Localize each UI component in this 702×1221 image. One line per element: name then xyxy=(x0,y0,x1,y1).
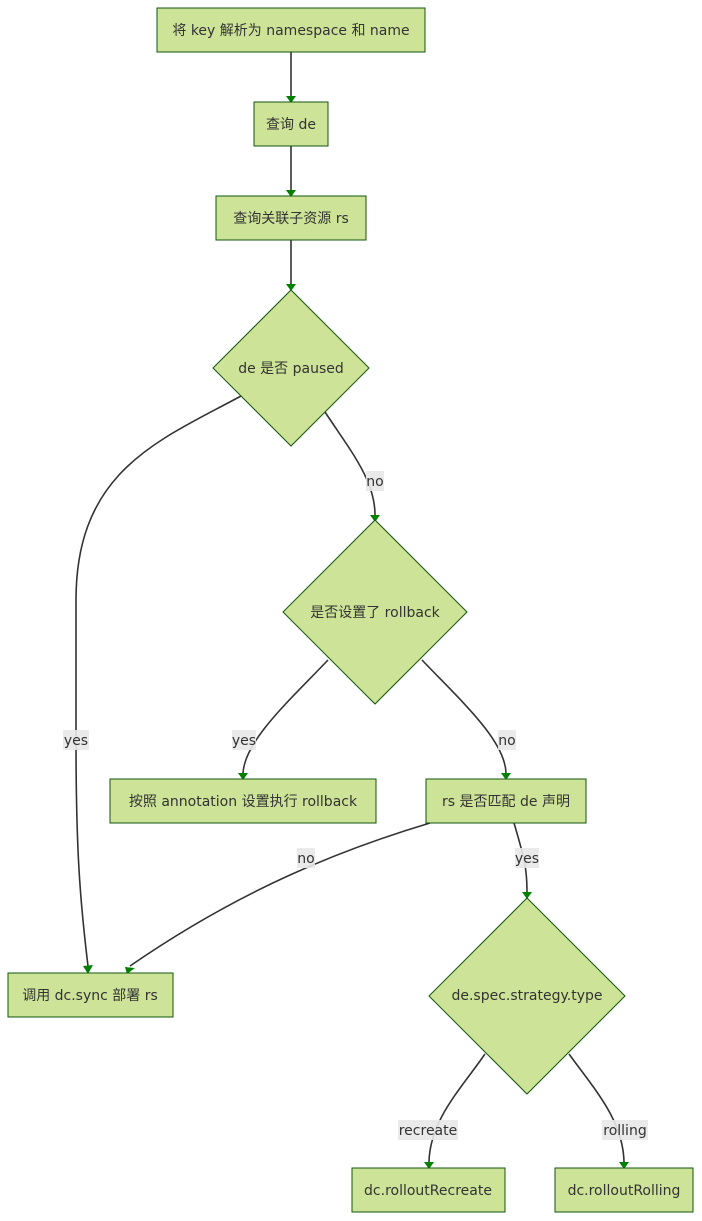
arrow-icon xyxy=(501,773,511,780)
edge-paused-no xyxy=(324,411,376,516)
edge-label-rollback-yes: yes xyxy=(232,730,256,750)
edge-strategy-recreate xyxy=(428,1053,486,1163)
edge-label-paused-no: no xyxy=(366,471,384,491)
node-parse-key[interactable]: 将 key 解析为 namespace 和 name xyxy=(156,7,426,53)
arrow-icon xyxy=(370,515,380,522)
node-query-de[interactable]: 查询 de xyxy=(253,101,329,147)
node-label: 查询关联子资源 rs xyxy=(233,211,349,227)
node-do-rollback[interactable]: 按照 annotation 设置执行 rollback xyxy=(109,778,377,824)
arrow-icon xyxy=(286,284,296,291)
node-query-rs[interactable]: 查询关联子资源 rs xyxy=(215,195,367,241)
node-dc-sync[interactable]: 调用 dc.sync 部署 rs xyxy=(7,972,174,1018)
node-label: 调用 dc.sync 部署 rs xyxy=(22,988,158,1004)
arrow-icon xyxy=(619,1162,629,1169)
edge-rollback-yes xyxy=(242,659,329,774)
node-label: 是否设置了 rollback xyxy=(310,605,440,621)
node-label: 按照 annotation 设置执行 rollback xyxy=(129,794,358,810)
edge-label-strategy-rolling: rolling xyxy=(602,1120,648,1140)
edge-label-paused-yes: yes xyxy=(63,730,89,750)
svg-text:no: no xyxy=(366,474,383,490)
svg-text:yes: yes xyxy=(64,733,88,749)
node-rollout-rolling[interactable]: dc.rolloutRolling xyxy=(554,1167,694,1213)
svg-text:yes: yes xyxy=(232,733,256,749)
node-label: de 是否 paused xyxy=(238,361,344,377)
decision-is-paused[interactable]: de 是否 paused xyxy=(212,289,370,447)
arrow-icon xyxy=(83,965,93,974)
edge-label-strategy-recreate: recreate xyxy=(398,1120,458,1140)
edge-label-match-no: no xyxy=(297,848,315,868)
arrow-icon xyxy=(286,96,296,103)
node-label: dc.rolloutRecreate xyxy=(364,1183,492,1199)
node-label: 查询 de xyxy=(266,117,316,133)
edge-match-no xyxy=(129,822,431,967)
arrow-icon xyxy=(522,892,532,899)
svg-text:recreate: recreate xyxy=(399,1123,458,1139)
edge-label-rollback-no: no xyxy=(498,730,516,750)
edge-rollback-no xyxy=(421,659,507,774)
node-label: de.spec.strategy.type xyxy=(451,988,602,1004)
svg-text:rolling: rolling xyxy=(603,1123,646,1139)
arrow-icon xyxy=(125,967,135,974)
svg-text:yes: yes xyxy=(515,851,539,867)
node-label: rs 是否匹配 de 声明 xyxy=(442,794,570,810)
arrow-icon xyxy=(238,773,248,780)
svg-text:no: no xyxy=(297,851,314,867)
edge-paused-yes xyxy=(75,395,242,967)
node-rollout-recreate[interactable]: dc.rolloutRecreate xyxy=(351,1167,506,1213)
svg-text:no: no xyxy=(498,733,515,749)
edge-label-match-yes: yes xyxy=(515,848,539,868)
decision-has-rollback[interactable]: 是否设置了 rollback xyxy=(282,519,468,705)
node-label: 将 key 解析为 namespace 和 name xyxy=(172,23,409,39)
arrow-icon xyxy=(286,190,296,197)
decision-strategy-type[interactable]: de.spec.strategy.type xyxy=(428,897,626,1095)
edges xyxy=(75,52,625,1163)
node-rs-match[interactable]: rs 是否匹配 de 声明 xyxy=(425,778,587,824)
edge-strategy-rolling xyxy=(568,1053,625,1163)
arrowheads xyxy=(83,96,629,1169)
arrow-icon xyxy=(424,1162,434,1169)
node-label: dc.rolloutRolling xyxy=(568,1183,681,1199)
